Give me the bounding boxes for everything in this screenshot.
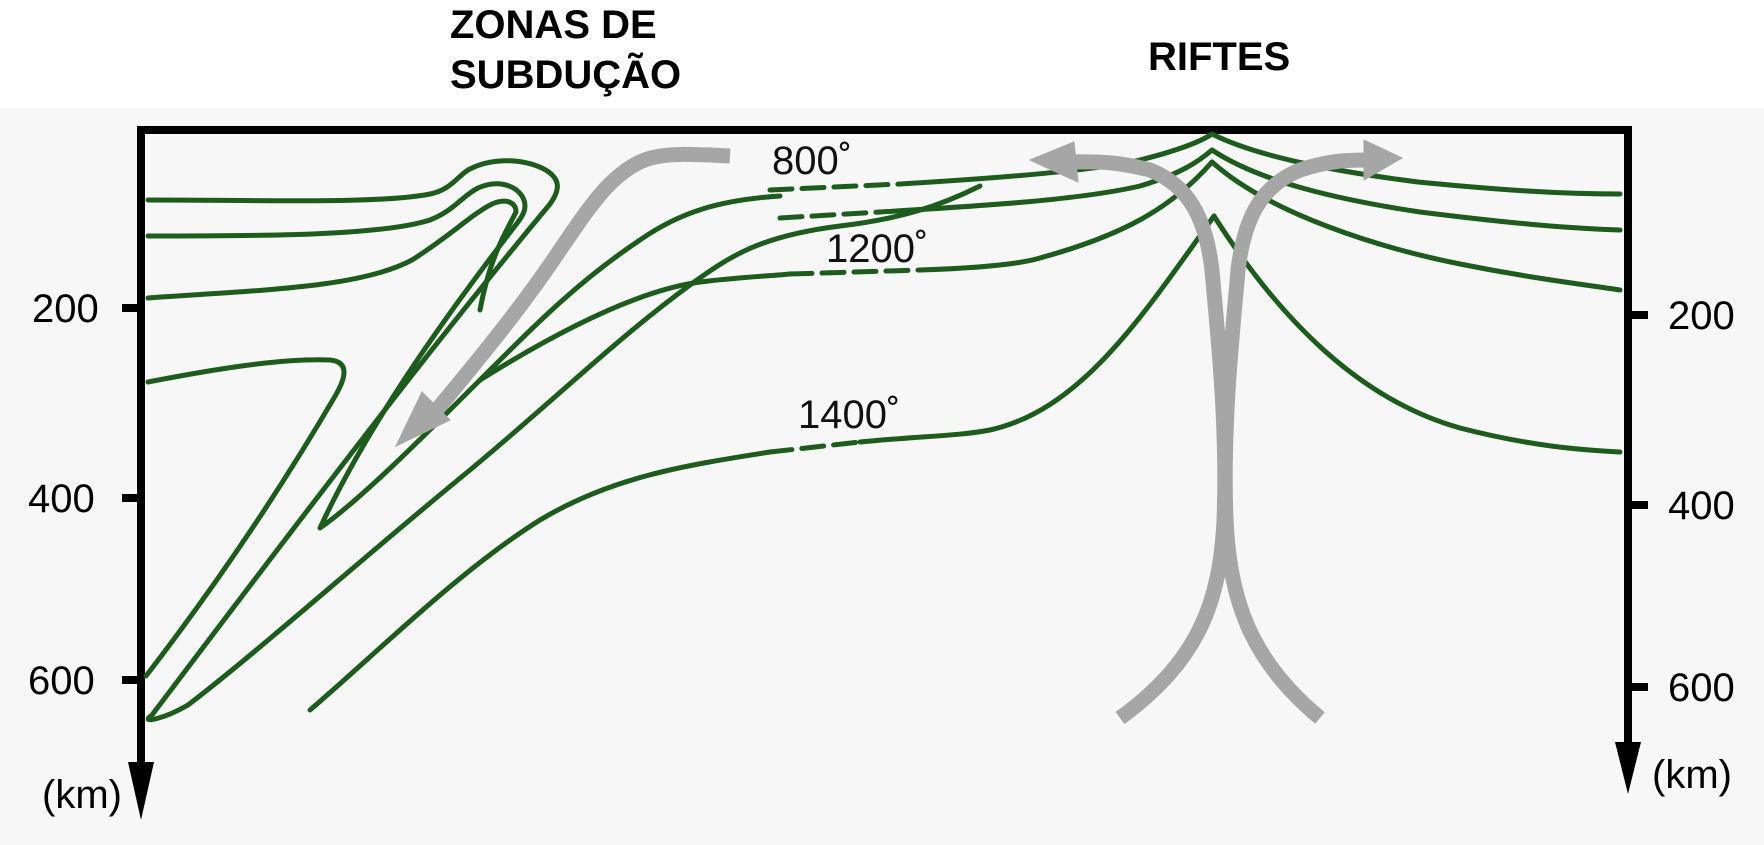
subduction-heading-line2: SUBDUÇÃO [450, 51, 681, 97]
rift-flow-right-arrowhead [1363, 139, 1404, 181]
isotherm-line [145, 198, 519, 313]
isotherm-line [145, 158, 983, 723]
left-tick-label-200: 200 [32, 287, 99, 331]
isotherm-label-1400: 1400˚ [798, 393, 900, 437]
right-tick-label-600: 600 [1668, 666, 1735, 710]
left-tick-label-600: 600 [28, 659, 95, 703]
right-axis-unit: (km) [1652, 753, 1732, 797]
right-tick-label-400: 400 [1668, 484, 1735, 528]
isotherm-line [1211, 213, 1623, 455]
isotherm-dashed-segment [777, 209, 883, 221]
subduction-heading-line1: ZONAS DE [450, 3, 657, 47]
left-axis-unit: (km) [42, 773, 122, 817]
subduction-flow-arrow [424, 146, 731, 423]
flow-arrow-group [394, 139, 1404, 725]
axes [122, 126, 1648, 778]
rift-heading: RIFTES [1148, 35, 1290, 79]
left-tick-label-400: 400 [28, 477, 95, 521]
isotherm-line [1209, 147, 1623, 233]
rift-flow-left-arrowhead [1028, 141, 1079, 183]
isotherm-line [143, 357, 347, 679]
isotherm-line [145, 181, 783, 531]
isotherm-dashed-segment [767, 181, 903, 193]
rift-flow-right-arrow [1217, 152, 1371, 724]
isotherm-line [877, 147, 1215, 215]
isotherm-line [477, 271, 793, 383]
subduction-flow-arrowhead [394, 391, 451, 448]
rift-flow-left-arrow [1069, 154, 1233, 725]
isotherm-line [307, 449, 773, 713]
isotherm-label-1200: 1200˚ [826, 227, 928, 271]
right-axis-arrowhead [1615, 742, 1641, 794]
isotherm-dashed-segment [767, 439, 863, 455]
isotherm-line [917, 159, 1215, 273]
isotherm-line [857, 213, 1217, 445]
isotherm-label-800: 800˚ [772, 139, 852, 183]
panel-background [0, 108, 1764, 845]
isotherm-line [1209, 131, 1623, 197]
isotherm-line [1209, 159, 1623, 293]
isotherm-dashed-segment [787, 267, 923, 277]
left-axis-arrowhead [128, 762, 154, 820]
right-tick-label-200: 200 [1668, 294, 1735, 338]
